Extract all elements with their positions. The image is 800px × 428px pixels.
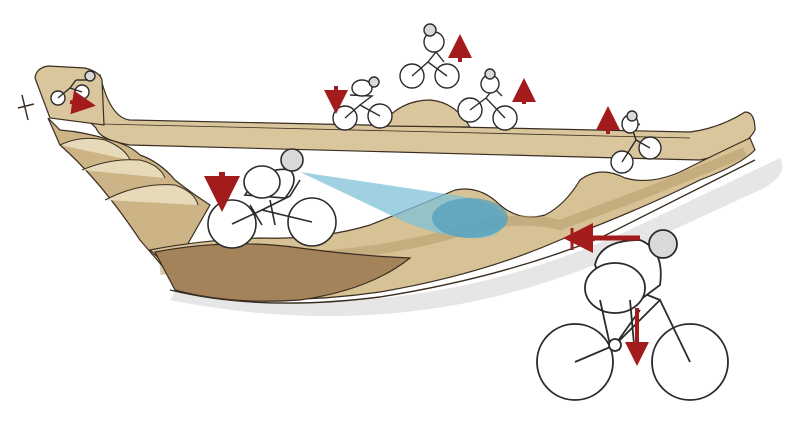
rider-airborne	[399, 23, 460, 89]
rider-landing	[457, 68, 518, 131]
rider-push-down	[332, 76, 393, 131]
start-ramp-support	[17, 94, 35, 121]
rider-detail	[536, 229, 729, 401]
dirt-mound	[154, 243, 412, 302]
track-bottom-edge	[169, 159, 756, 304]
rider-looking-ahead	[207, 148, 337, 249]
back-straight	[38, 74, 756, 161]
sight-target	[432, 198, 508, 238]
roller-3	[104, 184, 199, 206]
roller-1	[59, 137, 131, 161]
back-straight-edge	[101, 123, 691, 139]
rider-berm	[610, 110, 662, 174]
arrow-right-icon	[69, 90, 96, 115]
rider-start-ramp	[50, 70, 96, 106]
roller-2	[81, 159, 166, 179]
center-bump	[378, 99, 472, 128]
